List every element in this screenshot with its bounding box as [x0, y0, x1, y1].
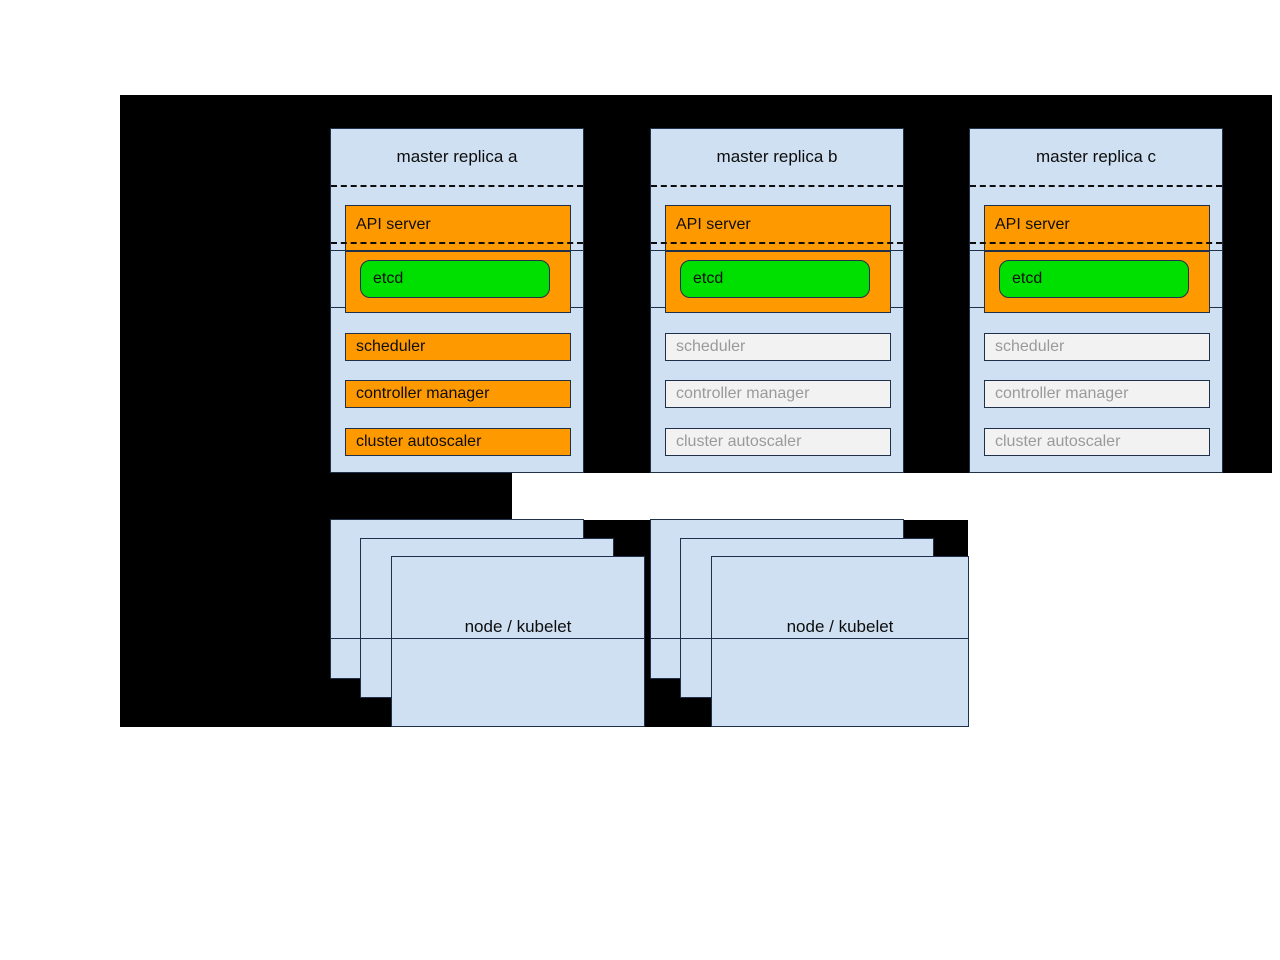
api-server-box-c[interactable]: API server [984, 205, 1210, 251]
component-controller-manager-b[interactable]: controller manager [665, 380, 891, 408]
component-scheduler-label-c: scheduler [995, 338, 1065, 355]
api-server-label-c: API server [995, 216, 1070, 233]
api-server-box-b[interactable]: API server [665, 205, 891, 251]
replica-divider-top-a [331, 185, 583, 187]
etcd-box-c[interactable]: etcd [999, 260, 1189, 298]
component-cluster-autoscaler-label-c: cluster autoscaler [995, 433, 1121, 450]
component-cluster-autoscaler-b[interactable]: cluster autoscaler [665, 428, 891, 456]
replica-divider-top-b [651, 185, 903, 187]
component-controller-manager-label-c: controller manager [995, 385, 1129, 402]
master-replica-panel-a: master replica a API server etcd schedul… [330, 128, 584, 473]
component-scheduler-label-a: scheduler [356, 338, 426, 355]
node-stack-1-front-card[interactable]: node / kubelet [391, 556, 645, 727]
component-cluster-autoscaler-a[interactable]: cluster autoscaler [345, 428, 571, 456]
component-scheduler-a[interactable]: scheduler [345, 333, 571, 361]
etcd-host-box-a: etcd [345, 251, 571, 313]
master-replica-title-a: master replica a [396, 147, 518, 166]
master-replica-title-b: master replica b [716, 147, 838, 166]
node-stack-1-rule [330, 638, 645, 639]
component-controller-manager-c[interactable]: controller manager [984, 380, 1210, 408]
etcd-label-a: etcd [373, 270, 404, 287]
backdrop-left-notch [120, 473, 512, 520]
node-stack-2-label: node / kubelet [786, 617, 894, 636]
etcd-label-b: etcd [693, 270, 724, 287]
api-server-box-a[interactable]: API server [345, 205, 571, 251]
component-scheduler-label-b: scheduler [676, 338, 746, 355]
etcd-box-b[interactable]: etcd [680, 260, 870, 298]
etcd-label-c: etcd [1012, 270, 1043, 287]
component-controller-manager-label-b: controller manager [676, 385, 810, 402]
api-server-label-a: API server [356, 216, 431, 233]
master-replica-panel-b: master replica b API server etcd schedul… [650, 128, 904, 473]
etcd-box-a[interactable]: etcd [360, 260, 550, 298]
component-scheduler-c[interactable]: scheduler [984, 333, 1210, 361]
api-server-label-b: API server [676, 216, 751, 233]
etcd-host-box-c: etcd [984, 251, 1210, 313]
component-controller-manager-a[interactable]: controller manager [345, 380, 571, 408]
component-scheduler-b[interactable]: scheduler [665, 333, 891, 361]
replica-divider-api-b [651, 242, 903, 244]
replica-divider-api-c [970, 242, 1222, 244]
node-stack-2-rule [650, 638, 969, 639]
master-replica-panel-c: master replica c API server etcd schedul… [969, 128, 1223, 473]
component-cluster-autoscaler-label-a: cluster autoscaler [356, 433, 482, 450]
replica-divider-top-c [970, 185, 1222, 187]
node-stack-2-front-card[interactable]: node / kubelet [711, 556, 969, 727]
master-replica-title-c: master replica c [1036, 147, 1156, 166]
component-cluster-autoscaler-c[interactable]: cluster autoscaler [984, 428, 1210, 456]
node-stack-1-label: node / kubelet [464, 617, 572, 636]
component-cluster-autoscaler-label-b: cluster autoscaler [676, 433, 802, 450]
etcd-host-box-b: etcd [665, 251, 891, 313]
replica-divider-api-a [331, 242, 583, 244]
component-controller-manager-label-a: controller manager [356, 385, 490, 402]
